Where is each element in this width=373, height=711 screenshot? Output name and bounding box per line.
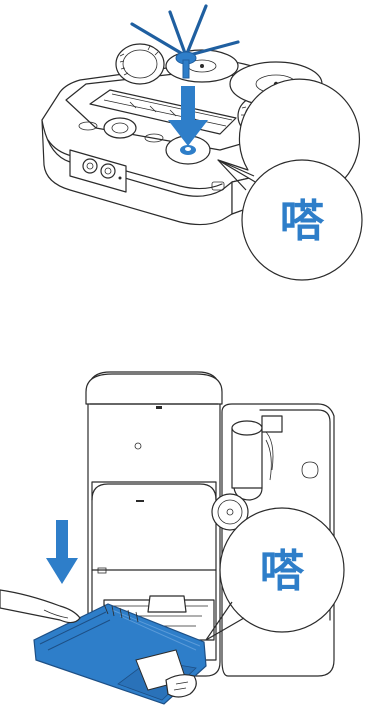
click-sound-callout-icon: 嗒 xyxy=(217,78,363,281)
hands xyxy=(0,589,197,698)
left-wheel xyxy=(115,43,165,85)
water-tank xyxy=(231,415,283,501)
click-sound-callout-icon-2: 嗒 xyxy=(205,507,345,641)
side-brush-icon xyxy=(130,4,240,79)
click-sound-label-2: 嗒 xyxy=(260,546,305,597)
cleaning-mat xyxy=(33,603,207,705)
push-in-arrow-icon xyxy=(46,520,78,584)
control-panel xyxy=(69,149,127,193)
dock-knob xyxy=(211,493,249,531)
press-down-arrow-icon xyxy=(168,86,208,146)
mop-pad-left xyxy=(165,49,239,83)
click-sound-label-1: 嗒 xyxy=(280,196,325,247)
